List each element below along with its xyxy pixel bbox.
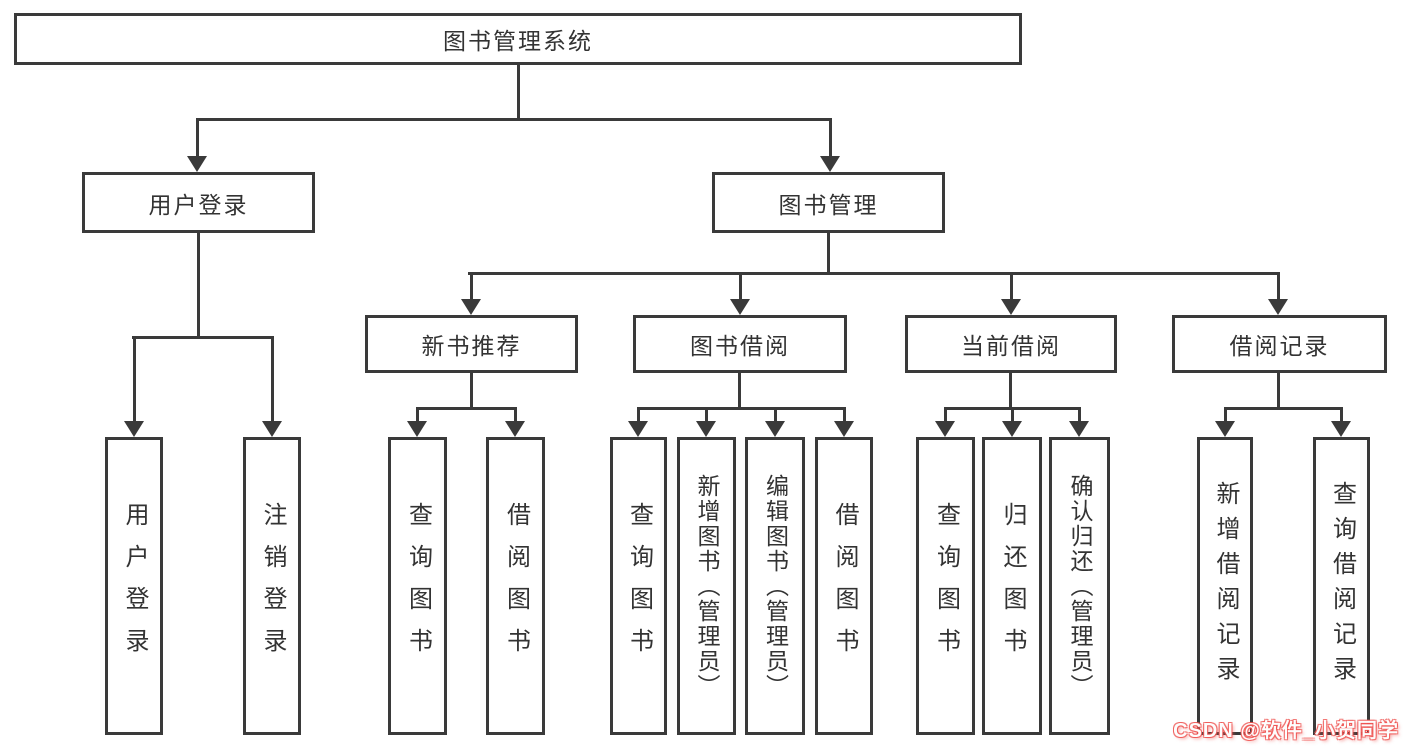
node-new-book-recommend: 新书推荐 — [365, 315, 578, 373]
node-user-login: 用户登录 — [82, 172, 315, 233]
connector-arrow-down — [505, 409, 525, 437]
connector-arrow-down — [935, 409, 955, 437]
leaf-borrow-books-recommend-label: 借阅图书 — [502, 502, 530, 670]
connector-arrow-down — [1331, 409, 1351, 437]
leaf-borrow-books-recommend: 借阅图书 — [486, 437, 545, 735]
leaf-query-books-recommend: 查询图书 — [388, 437, 447, 735]
connector-hline — [468, 272, 1280, 275]
node-borrowing-records: 借阅记录 — [1172, 315, 1387, 373]
csdn-watermark: CSDN @软件_小贺同学 — [1173, 720, 1399, 742]
connector-hline — [1224, 407, 1343, 410]
connector-arrow-down — [1215, 409, 1235, 437]
connector-arrow-down — [1002, 409, 1022, 437]
leaf-borrow-books-label: 借阅图书 — [831, 502, 858, 670]
leaf-edit-books-admin-label: 编辑图书（管理员） — [762, 473, 789, 699]
leaf-confirm-return-admin-label: 确认归还（管理员） — [1067, 473, 1093, 699]
connector-arrow-down — [628, 409, 648, 437]
leaf-user-login: 用户登录 — [105, 437, 163, 735]
leaf-query-books-current-label: 查询图书 — [932, 502, 960, 670]
node-book-borrowing: 图书借阅 — [633, 315, 847, 373]
connector-hline — [132, 336, 274, 339]
node-library-management-system: 图书管理系统 — [14, 13, 1022, 65]
connector-arrow-down — [730, 274, 750, 315]
connector-vline — [197, 233, 200, 339]
leaf-add-borrow-record-label: 新增借阅记录 — [1212, 481, 1239, 691]
leaf-logout: 注销登录 — [243, 437, 301, 735]
connector-arrow-down — [765, 409, 785, 437]
connector-arrow-down — [187, 120, 207, 172]
connector-vline — [1277, 373, 1280, 410]
leaf-query-books-current: 查询图书 — [916, 437, 975, 735]
connector-hline — [196, 118, 832, 121]
leaf-return-books: 归还图书 — [982, 437, 1042, 735]
connector-vline — [470, 373, 473, 410]
leaf-logout-label: 注销登录 — [259, 502, 286, 670]
connector-vline — [827, 233, 830, 275]
connector-arrow-down — [834, 409, 854, 437]
leaf-query-books-borrowing-label: 查询图书 — [625, 502, 653, 670]
connector-arrow-down — [124, 338, 144, 437]
connector-arrow-down — [1069, 409, 1089, 437]
connector-hline — [416, 407, 517, 410]
connector-arrow-down — [407, 409, 427, 437]
connector-hline — [944, 407, 1081, 410]
connector-arrow-down — [1268, 274, 1288, 315]
leaf-query-books-borrowing: 查询图书 — [610, 437, 667, 735]
connector-arrow-down — [461, 274, 481, 315]
leaf-return-books-label: 归还图书 — [999, 502, 1026, 670]
leaf-user-login-label: 用户登录 — [121, 502, 148, 670]
connector-vline — [517, 65, 520, 119]
leaf-add-books-admin: 新增图书（管理员） — [677, 437, 736, 735]
leaf-query-borrow-record-label: 查询借阅记录 — [1328, 481, 1356, 691]
connector-vline — [1009, 373, 1012, 410]
leaf-edit-books-admin: 编辑图书（管理员） — [745, 437, 805, 735]
leaf-add-books-admin-label: 新增图书（管理员） — [694, 473, 720, 699]
connector-arrow-down — [820, 120, 840, 172]
connector-arrow-down — [1001, 274, 1021, 315]
leaf-borrow-books: 借阅图书 — [815, 437, 873, 735]
node-book-management: 图书管理 — [712, 172, 945, 233]
connector-arrow-down — [696, 409, 716, 437]
leaf-query-borrow-record: 查询借阅记录 — [1313, 437, 1370, 735]
node-current-borrowing: 当前借阅 — [905, 315, 1117, 373]
leaf-confirm-return-admin: 确认归还（管理员） — [1049, 437, 1110, 735]
connector-arrow-down — [262, 338, 282, 437]
leaf-add-borrow-record: 新增借阅记录 — [1197, 437, 1253, 735]
connector-hline — [637, 407, 846, 410]
connector-vline — [738, 373, 741, 410]
leaf-query-books-recommend-label: 查询图书 — [404, 502, 432, 670]
